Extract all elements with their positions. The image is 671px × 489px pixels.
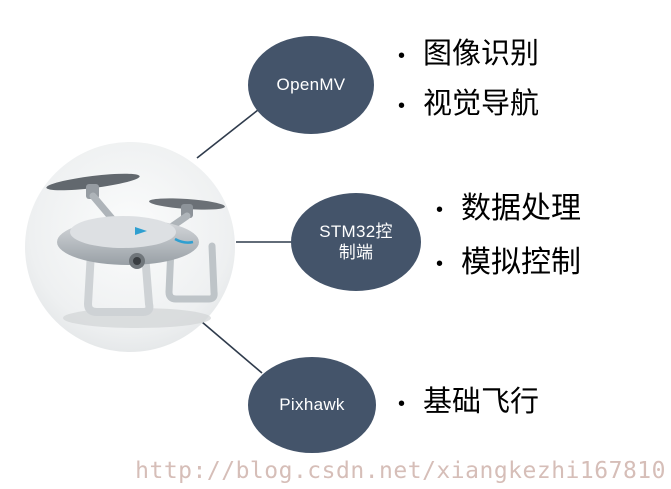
bullet-label: 数据处理 bbox=[461, 192, 582, 225]
node-openmv-label: OpenMV bbox=[276, 75, 346, 95]
camera-lens bbox=[129, 253, 145, 269]
bullet-item: • 视觉导航 bbox=[398, 88, 539, 121]
bullet-icon: • bbox=[398, 392, 406, 415]
bullet-icon: • bbox=[436, 199, 444, 222]
node-pixhawk-label: Pixhawk bbox=[279, 395, 345, 415]
bullet-label: 图像识别 bbox=[423, 38, 540, 70]
drone-image bbox=[25, 142, 235, 352]
stm32-bullet-list: • 数据处理 • 模拟控制 bbox=[436, 192, 581, 299]
node-openmv: OpenMV bbox=[248, 36, 374, 134]
node-stm32-label: STM32控制端 bbox=[319, 221, 393, 262]
bullet-label: 模拟控制 bbox=[461, 245, 582, 279]
drone-body bbox=[57, 216, 199, 265]
node-pixhawk: Pixhawk bbox=[248, 357, 376, 453]
bullet-label: 基础飞行 bbox=[423, 386, 540, 418]
bullet-icon: • bbox=[398, 44, 406, 67]
pixhawk-bullet-list: • 基础飞行 bbox=[398, 386, 539, 419]
landing-skids bbox=[84, 242, 218, 316]
watermark-url: http://blog.csdn.net/xiangkezhi167810 bbox=[135, 458, 666, 484]
bullet-item: • 数据处理 bbox=[436, 192, 581, 227]
bullet-icon: • bbox=[436, 252, 444, 275]
bullet-icon: • bbox=[398, 95, 406, 118]
bullet-item: • 图像识别 bbox=[398, 38, 539, 71]
openmv-bullet-list: • 图像识别 • 视觉导航 bbox=[398, 38, 539, 139]
propeller-icons bbox=[46, 173, 225, 218]
quadcopter-drone-illustration bbox=[25, 142, 235, 352]
bullet-label: 视觉导航 bbox=[423, 88, 540, 121]
logo-icon bbox=[135, 227, 147, 235]
bullet-item: • 模拟控制 bbox=[436, 246, 581, 281]
node-stm32: STM32控制端 bbox=[291, 193, 421, 291]
bullet-item: • 基础飞行 bbox=[398, 386, 539, 419]
